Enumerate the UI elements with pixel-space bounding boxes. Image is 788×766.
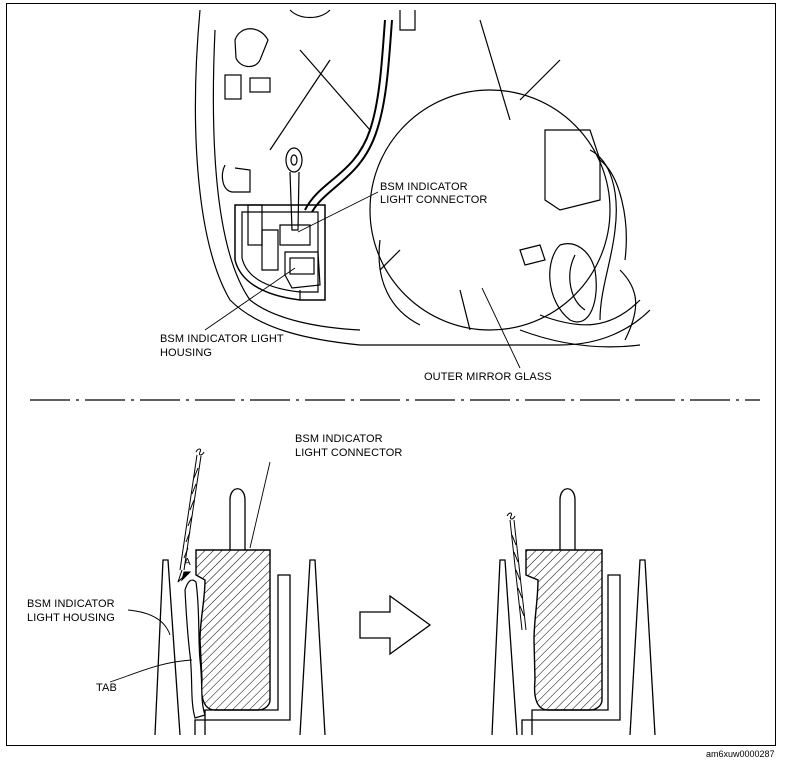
figure-border — [6, 3, 776, 746]
connector-after — [525, 549, 603, 711]
connector-before — [195, 549, 271, 711]
bottom-housing-label-line2: LIGHT HOUSING — [27, 612, 115, 624]
direction-arrow-a — [181, 571, 192, 582]
mirror-assembly-illustration — [194, 9, 651, 348]
bottom-housing-label-line1: BSM INDICATOR — [27, 598, 115, 610]
top-leader-lines — [204, 191, 521, 369]
screwdriver-after — [506, 512, 527, 631]
screwdriver-before — [177, 448, 205, 583]
transition-arrow — [359, 594, 432, 656]
top-connector-label-line2: LIGHT CONNECTOR — [380, 194, 488, 206]
figure-code: am6xuw0000287 — [706, 749, 775, 759]
bottom-leader-lines — [109, 461, 271, 683]
top-glass-label: OUTER MIRROR GLASS — [424, 371, 552, 383]
bottom-connector-label-line1: BSM INDICATOR — [295, 433, 383, 445]
tab-before — [184, 579, 206, 719]
top-housing-label-line2: HOUSING — [160, 347, 213, 359]
top-housing-label-line1: BSM INDICATOR LIGHT — [160, 333, 284, 345]
bottom-connector-label-line2: LIGHT CONNECTOR — [295, 447, 403, 459]
tab-label: TAB — [96, 682, 117, 694]
top-connector-label-line1: BSM INDICATOR — [380, 181, 468, 193]
marker-a-label: A — [184, 557, 191, 568]
